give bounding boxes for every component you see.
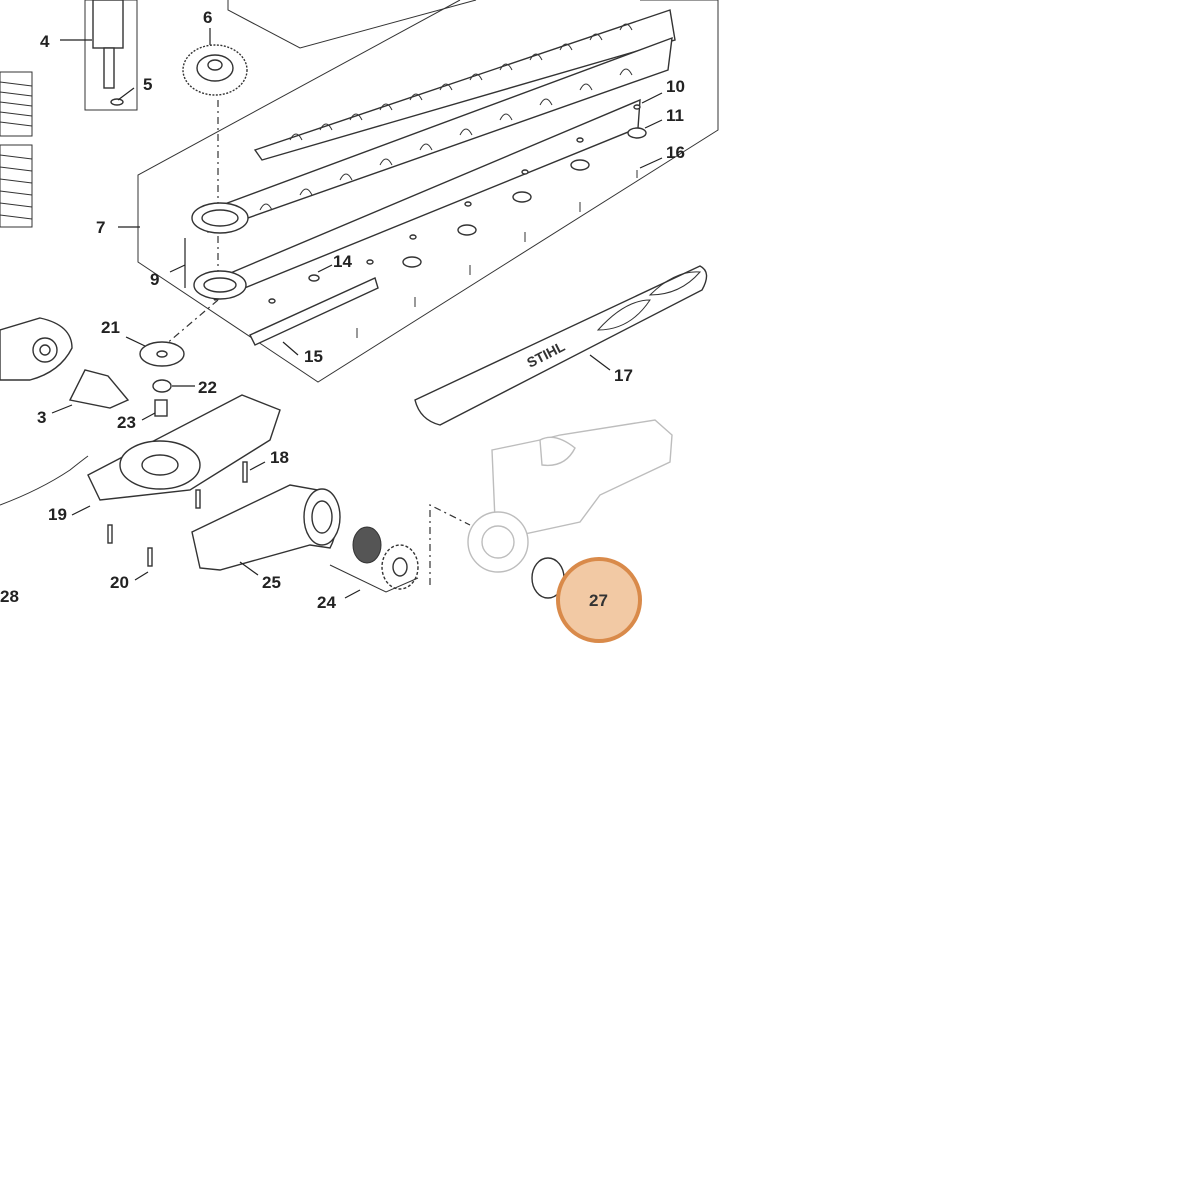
label-23: 23: [117, 413, 136, 432]
label-25: 25: [262, 573, 281, 592]
gear-part-6: [182, 44, 248, 96]
part-labels: 4 5 6 7 9 10 11 14 15 16 17 18 19 20 21 …: [0, 8, 685, 612]
label-14: 14: [333, 252, 352, 271]
label-7: 7: [96, 218, 105, 237]
side-panel-graphic: [0, 71, 33, 228]
handle-housing-ghost: [467, 419, 673, 573]
label-15: 15: [304, 347, 323, 366]
label-21: 21: [101, 318, 120, 337]
label-28: 28: [0, 587, 19, 606]
label-11: 11: [666, 106, 684, 125]
gearbox-housing: [87, 394, 281, 501]
label-27[interactable]: 27: [589, 591, 608, 610]
motor-assembly: [84, 0, 138, 111]
blade-assembly-box: [137, 0, 719, 383]
label-9: 9: [150, 270, 159, 289]
label-10: 10: [666, 77, 685, 96]
label-20: 20: [110, 573, 129, 592]
blade-cover: STIHL: [414, 265, 708, 426]
drum-gear: [352, 526, 419, 590]
guide-strip: [249, 277, 379, 346]
bushing-part-23: [154, 399, 168, 417]
label-17: 17: [614, 366, 633, 385]
label-4: 4: [40, 32, 50, 51]
label-16: 16: [666, 143, 685, 162]
label-18: 18: [270, 448, 289, 467]
cutter-blades: [191, 9, 676, 301]
fasteners: [268, 104, 647, 338]
handle-tube: [191, 484, 341, 571]
highlight-marker: [556, 557, 642, 643]
label-19: 19: [48, 505, 67, 524]
label-24: 24: [317, 593, 336, 612]
label-3: 3: [37, 408, 46, 427]
label-6: 6: [203, 8, 212, 27]
label-5: 5: [143, 75, 152, 94]
label-22: 22: [198, 378, 217, 397]
left-bracket: [0, 317, 130, 409]
clip-part-22: [152, 379, 172, 393]
